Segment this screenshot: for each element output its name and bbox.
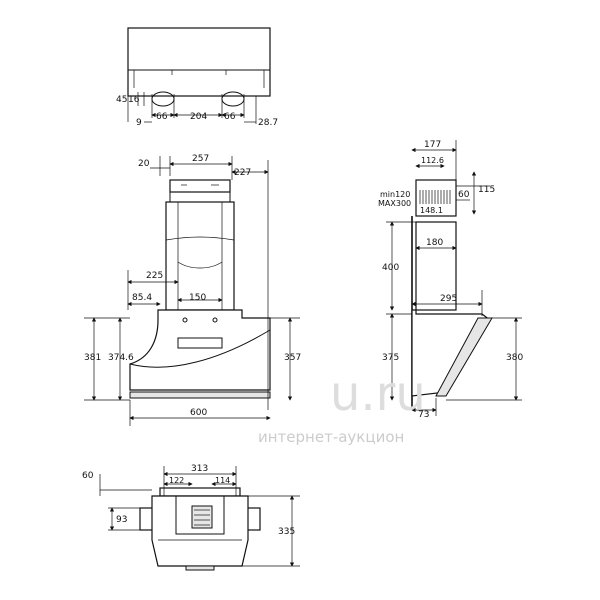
dim-122: 122 [169,476,184,485]
dim-180: 180 [426,238,443,248]
control-panel [177,337,223,349]
dim-225: 225 [146,271,163,281]
motor-housing [175,495,225,535]
chimney-top-cap [169,179,231,193]
dim-112-6: 112.6 [421,156,444,165]
dim-66-right: 66 [224,112,236,122]
top-view: 45 16 9 66 204 66 28.7 [116,27,278,128]
dim-85-4: 85.4 [132,293,152,303]
dim-600: 600 [190,408,207,418]
dim-374-6: 374.6 [108,353,134,363]
side-view: 177 112.6 min120 MAX300 148.1 60 115 180… [378,140,523,420]
dim-357: 357 [284,353,301,363]
side-chimney [415,221,457,311]
vent-grille [419,190,451,204]
top-view-body [127,27,271,97]
dim-60-bottom: 60 [82,471,94,481]
dim-150: 150 [189,293,206,303]
dim-9: 9 [136,118,142,128]
bottom-view: 60 313 122 114 93 335 [82,464,300,571]
dim-400: 400 [382,263,399,273]
watermark-logo-text: u.ru [330,366,426,422]
dim-257: 257 [192,154,209,164]
dim-375: 375 [382,353,399,363]
fan-unit [191,505,213,529]
dim-313: 313 [191,464,208,474]
chimney-body [165,201,235,311]
dim-204: 204 [190,112,207,122]
dim-20: 20 [138,159,150,169]
dim-381: 381 [84,353,101,363]
dim-227: 227 [234,168,251,178]
watermark: u.ru интернет-аукцион [258,366,426,446]
dim-28-7: 28.7 [258,118,278,128]
dim-min120: min120 [380,190,410,199]
dim-73: 73 [418,410,429,420]
dim-114: 114 [215,476,230,485]
dim-66-left: 66 [156,112,168,122]
dim-16: 16 [128,95,140,105]
dim-177: 177 [424,140,441,150]
front-view: 20 257 227 225 85.4 150 381 374.6 357 60… [84,154,301,426]
dim-115: 115 [478,185,495,195]
dim-60-side: 60 [458,190,470,200]
hood-body [129,309,271,391]
dim-max300: MAX300 [378,199,411,208]
dim-93: 93 [116,515,127,525]
dim-335: 335 [278,527,295,537]
hood-bottom-strip [129,391,271,399]
dim-148-1: 148.1 [420,206,443,215]
dim-295: 295 [440,294,457,304]
side-glass-panel [435,317,493,397]
dim-45: 45 [116,95,127,105]
dim-380: 380 [506,353,523,363]
watermark-tagline: интернет-аукцион [258,428,404,446]
